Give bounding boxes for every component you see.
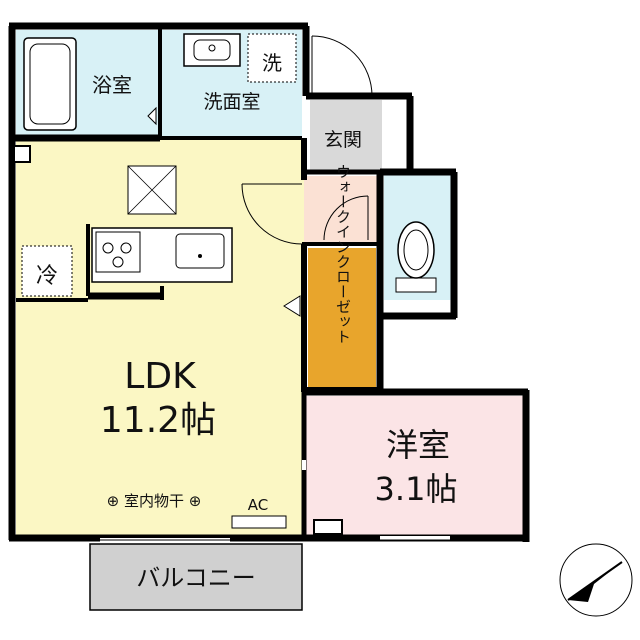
fridge-label: 冷	[36, 264, 58, 289]
walkin-closet-label: ウォークインクローゼット	[334, 164, 352, 344]
hall-area	[304, 176, 380, 244]
entrance-label: 玄関	[324, 129, 362, 151]
western-room-label: 洋室	[386, 426, 450, 464]
toilet-icon	[395, 221, 437, 293]
bathroom-label: 浴室	[92, 73, 132, 97]
entrance-area	[310, 100, 382, 170]
balcony-area[interactable]	[89, 543, 303, 611]
western-room-area	[306, 396, 526, 536]
north-arrow-icon	[559, 543, 633, 617]
bathtub-icon	[23, 37, 77, 131]
western-room-size: 3.1帖	[375, 470, 458, 508]
balcony-label: バルコニー	[136, 564, 256, 592]
kitchen-counter	[91, 227, 233, 283]
ldk-label: LDK	[124, 356, 197, 397]
washer-space-icon: 洗	[247, 33, 297, 83]
indoor-drying-label: ⊕ 室内物干 ⊕	[107, 492, 202, 510]
ventilation-icon	[127, 165, 177, 215]
washer-label: 洗	[262, 51, 282, 75]
ldk-size: 11.2帖	[100, 400, 216, 441]
aircon-icon	[231, 515, 287, 529]
aircon-label: AC	[248, 496, 268, 514]
walkin-closet-area	[308, 248, 376, 388]
wash-basin-icon	[183, 33, 241, 67]
doors	[100, 35, 450, 542]
fridge-space-icon: 冷	[21, 245, 73, 297]
washroom-label: 洗面室	[203, 91, 260, 113]
